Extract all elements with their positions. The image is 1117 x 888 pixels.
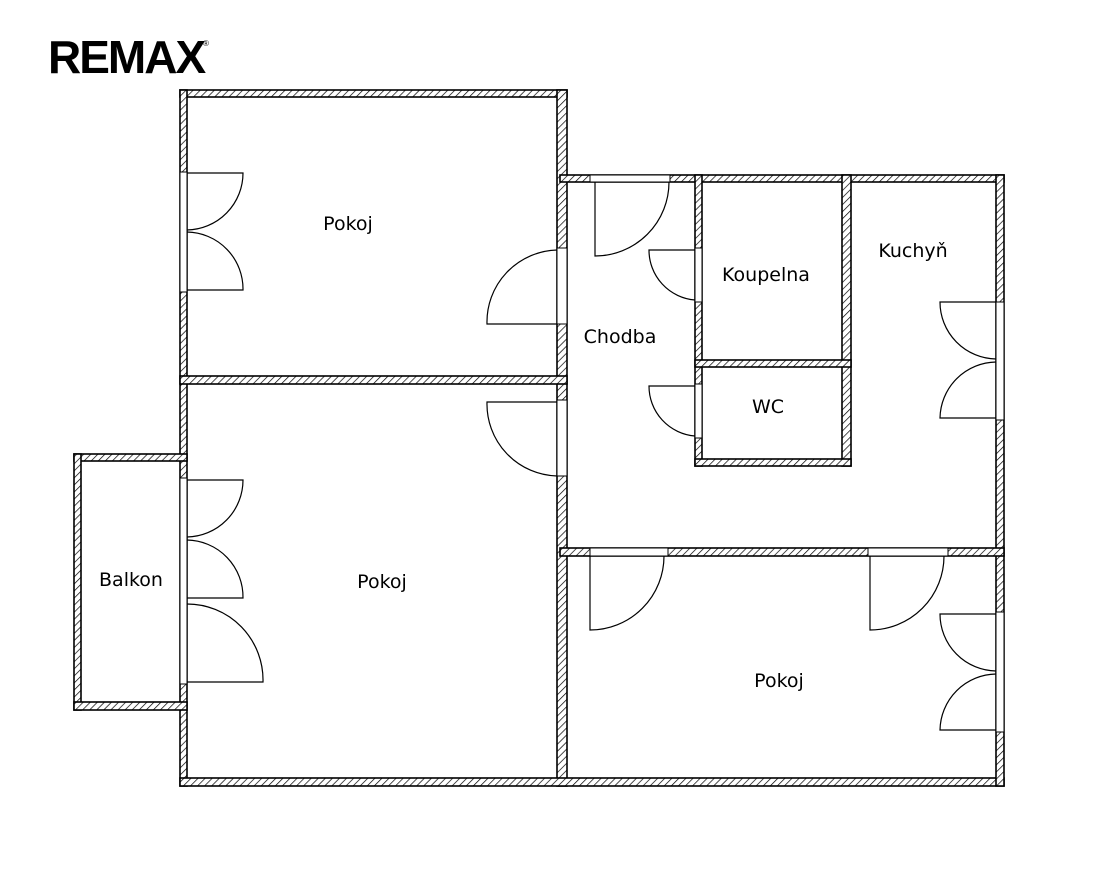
wall — [995, 174, 1005, 787]
remax-logo: REMAX ® — [48, 31, 209, 83]
door-opening — [589, 547, 669, 557]
wall — [694, 458, 852, 467]
label-kuchyn: Kuchyň — [878, 240, 947, 262]
wall — [179, 375, 568, 385]
door-swing — [648, 249, 696, 301]
label-chodba: Chodba — [584, 326, 657, 348]
window — [995, 611, 1005, 733]
label-pokoj-bottom-right: Pokoj — [754, 670, 804, 692]
room-labels: Pokoj Pokoj Pokoj Chodba Koupelna WC Kuc… — [99, 213, 948, 692]
door-swing — [869, 555, 945, 631]
logo-registered-mark: ® — [203, 39, 209, 48]
wall — [73, 453, 82, 711]
wall — [179, 777, 1005, 787]
door-swing — [648, 385, 696, 437]
wall — [559, 547, 1005, 557]
door-swing — [594, 181, 670, 257]
wall — [73, 701, 188, 711]
door-swings — [186, 172, 997, 731]
window-swing — [939, 613, 997, 672]
door-opening — [867, 547, 949, 557]
window-swing — [186, 231, 244, 291]
label-koupelna: Koupelna — [722, 264, 810, 286]
window — [179, 171, 188, 293]
door-opening — [694, 383, 703, 439]
label-pokoj-top: Pokoj — [323, 213, 373, 235]
window-swing — [939, 361, 997, 419]
window — [179, 477, 188, 685]
door-opening — [694, 247, 703, 303]
door-swing — [589, 555, 665, 631]
door-opening — [556, 247, 568, 325]
door-opening — [589, 174, 671, 183]
logo-text: REMAX — [48, 31, 206, 83]
label-wc: WC — [752, 396, 784, 418]
window — [995, 301, 1005, 421]
window-swing — [939, 301, 997, 360]
walls — [73, 89, 1005, 787]
label-balkon: Balkon — [99, 569, 163, 591]
wall — [73, 453, 188, 462]
window-swing — [186, 479, 244, 538]
wall — [841, 174, 852, 467]
wall — [179, 89, 568, 98]
label-pokoj-middle: Pokoj — [357, 571, 407, 593]
openings — [179, 171, 1005, 733]
window-swing — [186, 172, 244, 231]
balcony-door-swing — [186, 603, 264, 683]
window-swing — [939, 673, 997, 731]
door-swing — [486, 249, 558, 325]
door-swing — [486, 401, 558, 477]
door-opening — [556, 399, 568, 477]
window-swing — [186, 539, 244, 599]
wall — [694, 359, 852, 368]
